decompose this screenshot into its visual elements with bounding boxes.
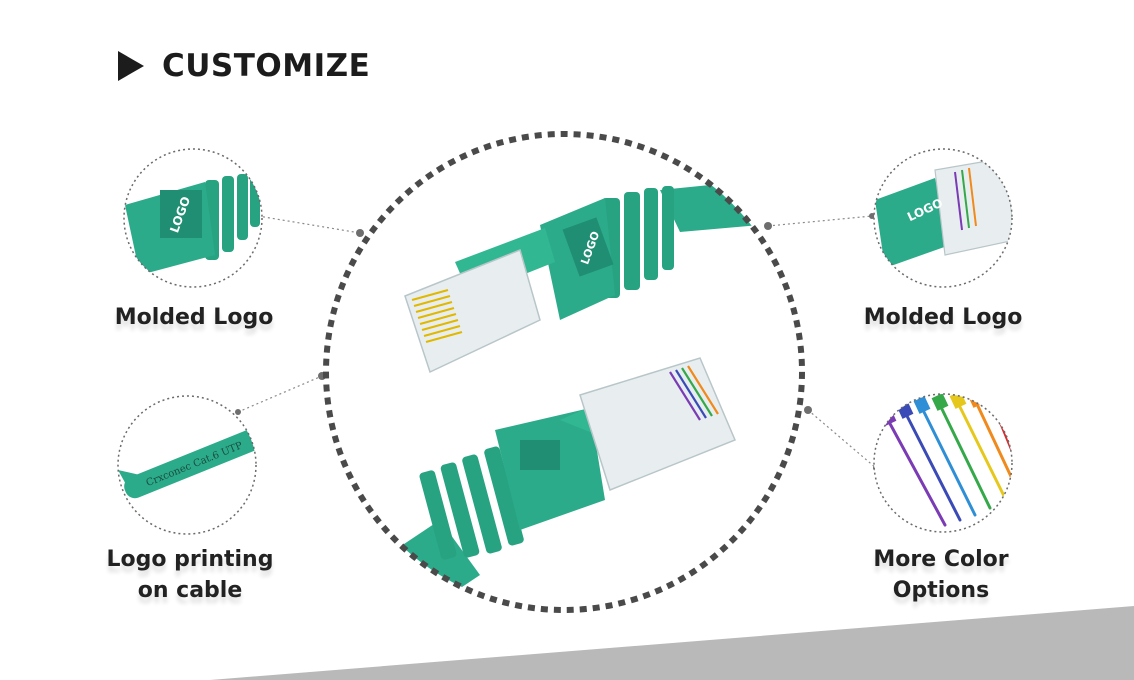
page-title-text: CUSTOMIZE	[162, 48, 371, 84]
caption-more-colors-line2: Options	[892, 578, 990, 603]
caption-logo-printing-line2: on cable	[137, 578, 243, 603]
page-title: CUSTOMIZE	[118, 46, 370, 86]
caption-more-colors: More Color Options	[831, 544, 1051, 606]
caption-molded-logo-left-text: Molded Logo	[114, 305, 274, 330]
molded-logo-right-thumbnail: LOGO	[874, 149, 1012, 287]
decorative-wedge	[210, 606, 1134, 680]
main-dashed-ring	[323, 131, 805, 613]
play-triangle-icon	[118, 51, 144, 81]
caption-logo-printing-line1: Logo printing	[106, 547, 274, 572]
color-options-thumbnail	[874, 394, 1012, 532]
connector-lines	[237, 215, 877, 469]
caption-more-colors-line1: More Color	[873, 547, 1009, 572]
molded-logo-left-thumbnail: LOGO	[124, 149, 262, 287]
main-connector-view: LOGO	[326, 134, 802, 610]
caption-logo-printing: Logo printing on cable	[80, 544, 300, 606]
caption-molded-logo-right: Molded Logo	[833, 302, 1053, 333]
logo-printing-thumbnail: Crxconec Cat.6 UTP	[118, 396, 256, 534]
caption-molded-logo-right-text: Molded Logo	[863, 305, 1023, 330]
caption-molded-logo-left: Molded Logo	[84, 302, 304, 333]
